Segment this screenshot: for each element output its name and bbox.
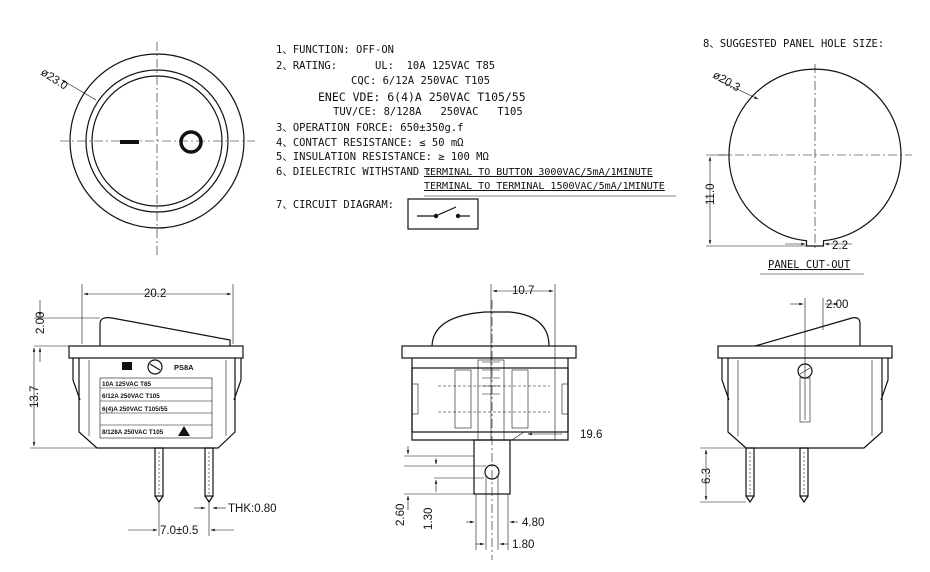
end-depth-label: 19.6 [580, 429, 602, 441]
right-terminal-left [745, 447, 755, 497]
side-terminal-right [204, 447, 214, 497]
side-label-plate [99, 377, 213, 439]
spec-rating-enec: ENEC VDE: 6(4)A 250VAC T105/55 [318, 90, 526, 104]
spec-rating-ul: 2、RATING: UL: 10A 125VAC T85 [276, 60, 495, 72]
side-label-line-4: 8/128A 250VAC T105 [102, 429, 164, 436]
end-width-label: 10.7 [512, 285, 534, 297]
side-latches [72, 358, 242, 401]
spec-dielectric-2: TERMINAL TO TERMINAL 1500VAC/5mA/1MINUTE [424, 181, 665, 192]
end-dim-130: 1.30 [423, 508, 435, 530]
side-top-offset-label: 2.00 [35, 312, 47, 334]
spec-function: 1、FUNCTION: OFF-ON [276, 44, 394, 56]
warning-triangle-icon [178, 426, 190, 436]
front-view: ø23.0 [38, 42, 255, 258]
side-width-label: 20.2 [144, 288, 166, 300]
front-bezel [85, 69, 229, 213]
end-dim-180: 1.80 [512, 539, 534, 551]
rivet-icon [147, 359, 163, 375]
side-label-line-3: 6(4)A 250VAC T105/55 [102, 406, 168, 413]
end-flange [401, 345, 577, 359]
right-offset-label: 2.00 [826, 299, 848, 311]
front-rocker [91, 75, 223, 207]
panel-hole-view: 8、SUGGESTED PANEL HOLE SIZE: ø20.3 11.0 … [703, 38, 912, 275]
end-body-inner [411, 367, 569, 433]
spec-operation-force: 3、OPERATION FORCE: 650±350g.f [276, 122, 464, 134]
right-terminal-length-label: 6.3 [701, 468, 713, 484]
panel-diameter-leader [717, 79, 759, 100]
panel-hole-title: 8、SUGGESTED PANEL HOLE SIZE: [703, 38, 884, 50]
side-label-line-1: 10A 125VAC T85 [102, 381, 151, 388]
panel-height-label: 11.0 [705, 183, 717, 205]
panel-cutout-outline [728, 68, 902, 247]
brand-logo-icon [122, 362, 132, 370]
end-view: 10.7 19.6 2.60 [395, 284, 602, 560]
spec-contact-resistance: 4、CONTACT RESISTANCE: ≤ 50 mΩ [276, 137, 464, 149]
circuit-diagram-symbol [407, 198, 479, 230]
side-terminal-left [154, 447, 164, 497]
front-outer-ring [69, 53, 245, 229]
side-rocker [99, 317, 231, 346]
end-dim-260: 2.60 [395, 504, 407, 526]
front-diameter-leader [61, 79, 97, 101]
side-height-label: 13.7 [29, 386, 41, 408]
spec-insulation-resistance: 5、INSULATION RESISTANCE: ≥ 100 MΩ [276, 151, 489, 163]
spec-dielectric-label: 6、DIELECTRIC WITHSTAND : [276, 166, 432, 178]
panel-diameter-label: ø20.3 [711, 69, 742, 94]
side-pitch-label: 7.0±0.5 [160, 525, 198, 537]
right-terminal-right [799, 447, 809, 497]
side-label-model: PS8A [174, 363, 194, 372]
end-dim-480: 4.80 [522, 517, 544, 529]
spec-rating-tuv: TUV/CE: 8/128A 250VAC T105 [333, 106, 523, 118]
panel-notch-label: 2.2 [832, 240, 848, 252]
side-flange [68, 345, 244, 359]
side-view: 20.2 10A 125VAC T85 6/12A 250VAC T105 6(… [29, 284, 277, 537]
front-diameter-label: ø23.0 [38, 66, 69, 92]
off-symbol [179, 130, 203, 154]
spec-circuit-diagram: 7、CIRCUIT DIAGRAM: [276, 199, 394, 211]
side-thickness-label: THK:0.80 [228, 503, 277, 515]
spec-dielectric-1: TERMINAL TO BUTTON 3000VAC/5mA/1MINUTE [424, 167, 653, 178]
right-rocker [754, 317, 861, 347]
right-view: 2.00 6.3 [700, 298, 893, 504]
side-label-line-2: 6/12A 250VAC T105 [102, 393, 160, 400]
specifications: 1、FUNCTION: OFF-ON 2、RATING: UL: 10A 125… [276, 44, 676, 230]
spec-rating-cqc: CQC: 6/12A 250VAC T105 [351, 75, 490, 87]
end-dome [431, 311, 550, 347]
panel-cutout-caption: PANEL CUT-OUT [768, 259, 851, 271]
